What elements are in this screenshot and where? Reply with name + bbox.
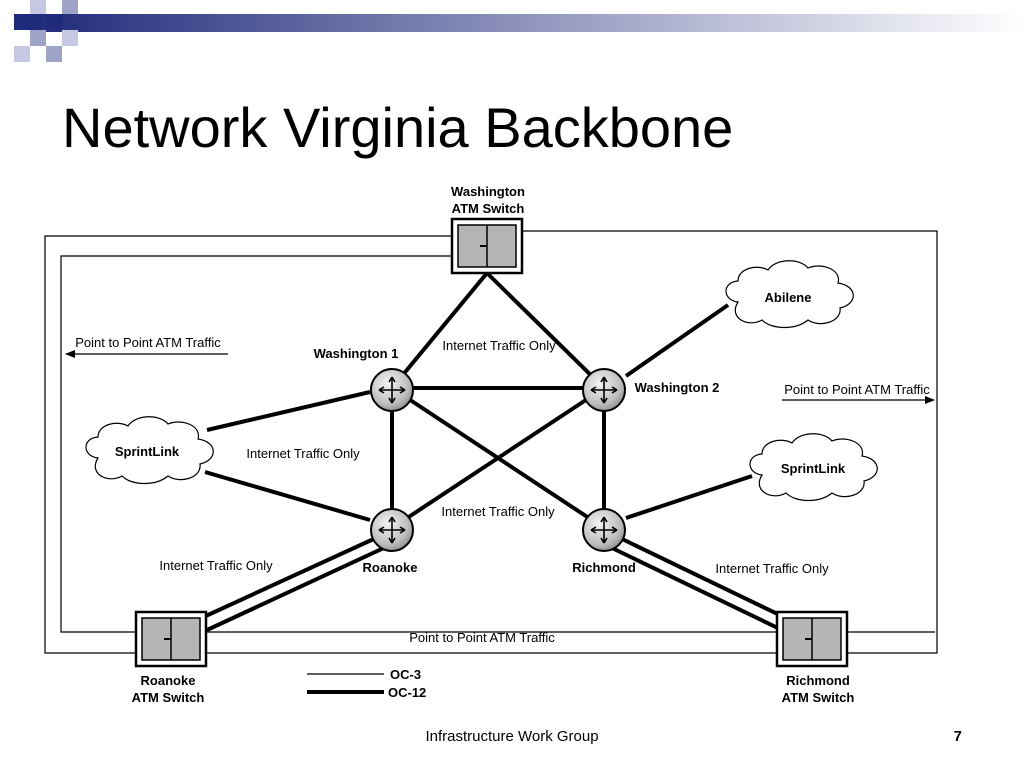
sprintlink-cloud-right: SprintLink: [749, 433, 878, 502]
slide-footer: Infrastructure Work Group: [425, 728, 599, 745]
atm-loop-inner: [60, 255, 935, 633]
corner-square: [30, 30, 46, 46]
sprintlink-right-label: SprintLink: [781, 461, 846, 476]
slide-decoration: [14, 0, 1024, 62]
washington-switch-label-line1: Washington: [451, 184, 525, 199]
p2p-traffic-label-left: Point to Point ATM Traffic: [75, 335, 221, 350]
link-richmond-switch-a: [619, 536, 791, 622]
link-richmond-sprintlink: [625, 474, 753, 520]
title-gradient-bar: [30, 14, 1024, 32]
atm-double-links: [196, 535, 791, 632]
washington-switch-label-line2: ATM Switch: [452, 201, 525, 216]
internet-traffic-label-richmond: Internet Traffic Only: [715, 561, 829, 576]
corner-square: [46, 14, 62, 30]
router-washington-1-label: Washington 1: [314, 346, 399, 361]
router-richmond-label: Richmond: [572, 560, 636, 575]
roanoke-switch-label-line2: ATM Switch: [132, 690, 205, 705]
router-washington-1: [370, 368, 414, 412]
richmond-switch-label-line2: ATM Switch: [782, 690, 855, 705]
legend: OC-3 OC-12: [307, 667, 426, 700]
router-roanoke-label: Roanoke: [363, 560, 418, 575]
p2p-traffic-label-bottom: Point to Point ATM Traffic: [409, 630, 555, 645]
link-wash2-roanoke: [390, 386, 606, 530]
corner-square: [14, 14, 30, 30]
router-roanoke: [370, 508, 414, 552]
link-richmond-switch-b: [611, 546, 783, 632]
sprintlink-cloud-left: SprintLink: [85, 416, 214, 485]
link-wash-switch-wash1: [390, 271, 489, 390]
internet-traffic-label-center: Internet Traffic Only: [441, 504, 555, 519]
link-sprintlink-roanoke: [204, 470, 371, 522]
link-wash2-abilene: [624, 303, 730, 378]
sprintlink-left-label: SprintLink: [115, 444, 180, 459]
atm-loop-outer: [44, 230, 938, 654]
internet-traffic-label-left: Internet Traffic Only: [246, 446, 360, 461]
link-roanoke-switch-a: [196, 535, 379, 622]
legend-oc12-label: OC-12: [388, 685, 426, 700]
corner-square: [46, 46, 62, 62]
corner-square: [62, 30, 78, 46]
abilene-label: Abilene: [765, 290, 812, 305]
oc12-links: [204, 271, 753, 530]
legend-oc3-label: OC-3: [390, 667, 421, 682]
link-wash1-sprintlink: [206, 390, 371, 432]
richmond-atm-switch: [775, 610, 849, 668]
slide-title: Network Virginia Backbone: [62, 96, 734, 159]
corner-square: [30, 0, 46, 14]
washington-atm-switch: [450, 217, 524, 275]
internet-traffic-label-top: Internet Traffic Only: [442, 338, 556, 353]
router-washington-2: [582, 368, 626, 412]
link-wash-switch-wash2: [485, 271, 606, 390]
router-richmond: [582, 508, 626, 552]
corner-square: [62, 0, 78, 14]
roanoke-atm-switch: [134, 610, 208, 668]
roanoke-switch-label-line1: Roanoke: [141, 673, 196, 688]
p2p-traffic-label-right: Point to Point ATM Traffic: [784, 382, 930, 397]
corner-square: [14, 46, 30, 62]
abilene-cloud: Abilene: [725, 260, 854, 329]
router-washington-2-label: Washington 2: [635, 380, 720, 395]
richmond-switch-label-line1: Richmond: [786, 673, 850, 688]
internet-traffic-label-roanoke: Internet Traffic Only: [159, 558, 273, 573]
link-roanoke-switch-b: [206, 545, 387, 632]
page-number: 7: [953, 728, 962, 745]
